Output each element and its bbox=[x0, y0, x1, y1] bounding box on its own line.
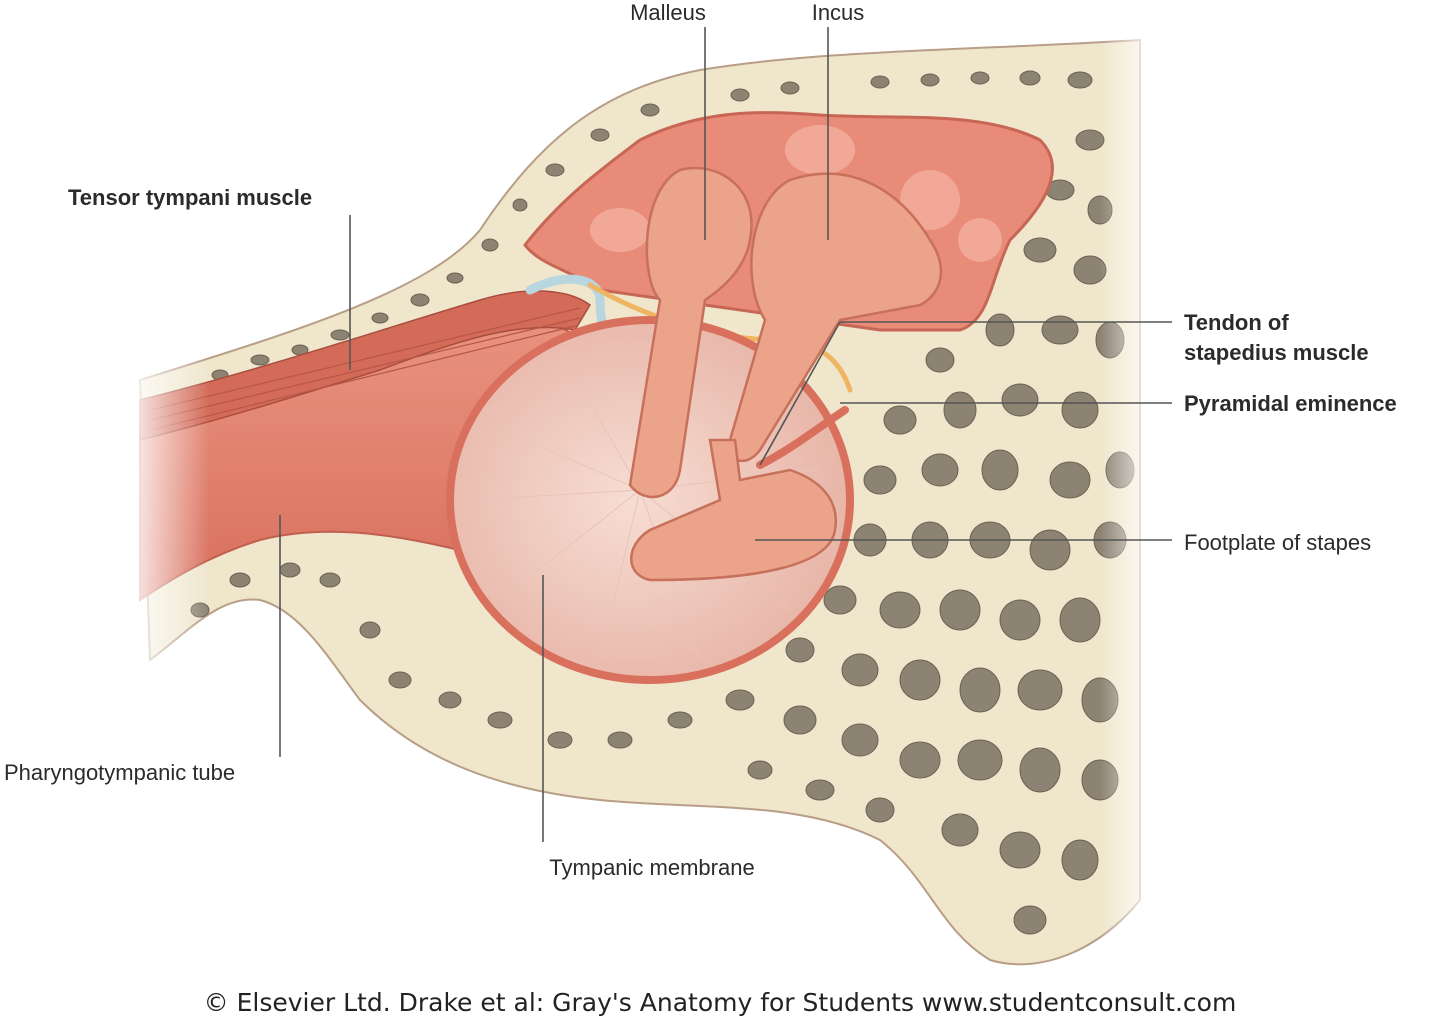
muscle-fibers bbox=[149, 307, 581, 431]
stapedius-tendon bbox=[756, 406, 849, 469]
label-pharyngotympanic: Pharyngotympanic tube bbox=[4, 760, 235, 785]
label-tendon-line2: stapedius muscle bbox=[1184, 340, 1369, 365]
copyright-credit: © Elsevier Ltd. Drake et al: Gray's Anat… bbox=[203, 988, 1237, 1017]
malleus bbox=[628, 166, 753, 499]
leader-lines bbox=[279, 27, 1172, 842]
left-fade bbox=[120, 300, 210, 700]
label-footplate: Footplate of stapes bbox=[1184, 530, 1371, 555]
label-tympanic-membrane: Tympanic membrane bbox=[549, 855, 754, 880]
stapes bbox=[630, 438, 838, 582]
label-malleus: Malleus bbox=[630, 0, 706, 25]
label-tensor-tympani: Tensor tympani muscle bbox=[68, 185, 312, 210]
label-tendon-line1: Tendon of bbox=[1184, 310, 1289, 335]
label-incus: Incus bbox=[812, 0, 865, 25]
right-fade bbox=[1100, 20, 1160, 970]
cavity-highlights bbox=[590, 125, 1002, 280]
incus bbox=[727, 172, 943, 462]
label-pyramidal-eminence: Pyramidal eminence bbox=[1184, 391, 1397, 416]
